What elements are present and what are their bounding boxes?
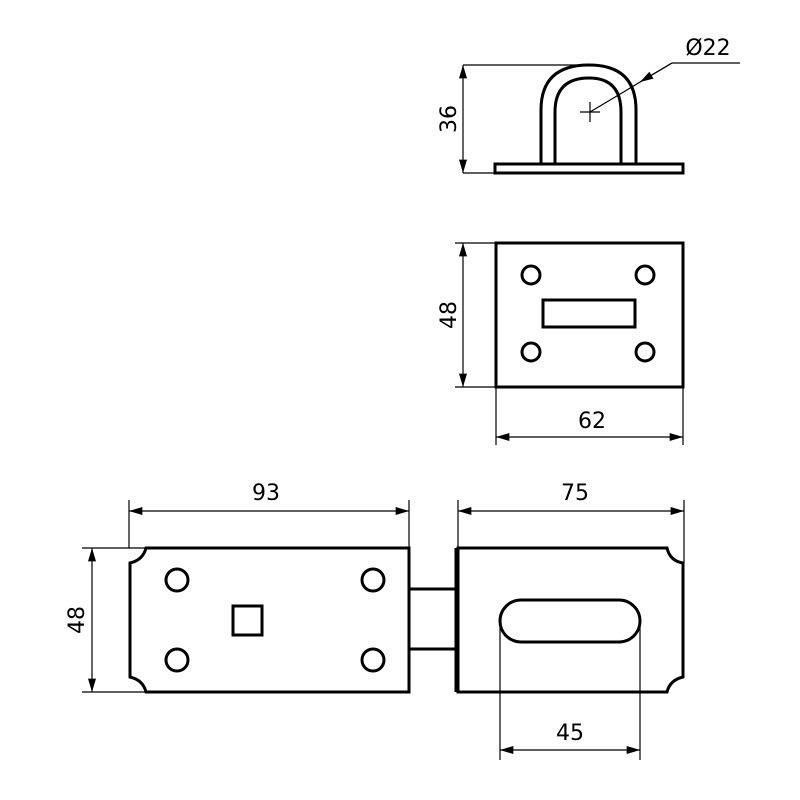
- dimension-label-75: 75: [561, 481, 589, 506]
- dimension-label-48-hasp: 48: [65, 606, 90, 634]
- staple-side-view: 36 Ø22: [437, 36, 740, 175]
- staple-plate-view: 48 62: [437, 241, 685, 445]
- hasp-slot: [498, 598, 642, 644]
- screw-hole: [634, 341, 656, 363]
- screw-hole: [360, 567, 386, 593]
- hinge: [409, 548, 458, 692]
- dimension-label-diameter: Ø22: [685, 36, 730, 61]
- staple-loop-inner: [553, 76, 623, 164]
- staple-plate: [494, 241, 685, 389]
- screw-hole: [520, 341, 542, 363]
- staple-slot: [541, 298, 637, 329]
- diameter-leader: [639, 62, 673, 83]
- dimension-label-62: 62: [578, 409, 606, 434]
- screw-hole: [164, 567, 190, 593]
- dimension-label-48-staple: 48: [437, 301, 462, 329]
- square-hole: [231, 604, 264, 637]
- dimension-label-45: 45: [556, 721, 584, 746]
- screw-hole: [360, 647, 386, 673]
- hasp-right-plate: [456, 546, 685, 694]
- screw-hole: [520, 264, 542, 286]
- screw-hole: [164, 647, 190, 673]
- dimension-label-93: 93: [252, 481, 280, 506]
- staple-base-plate: [493, 162, 685, 175]
- dimension-label-36: 36: [437, 105, 462, 133]
- screw-hole: [634, 264, 656, 286]
- hasp-view: 93 75 48 45: [65, 481, 685, 760]
